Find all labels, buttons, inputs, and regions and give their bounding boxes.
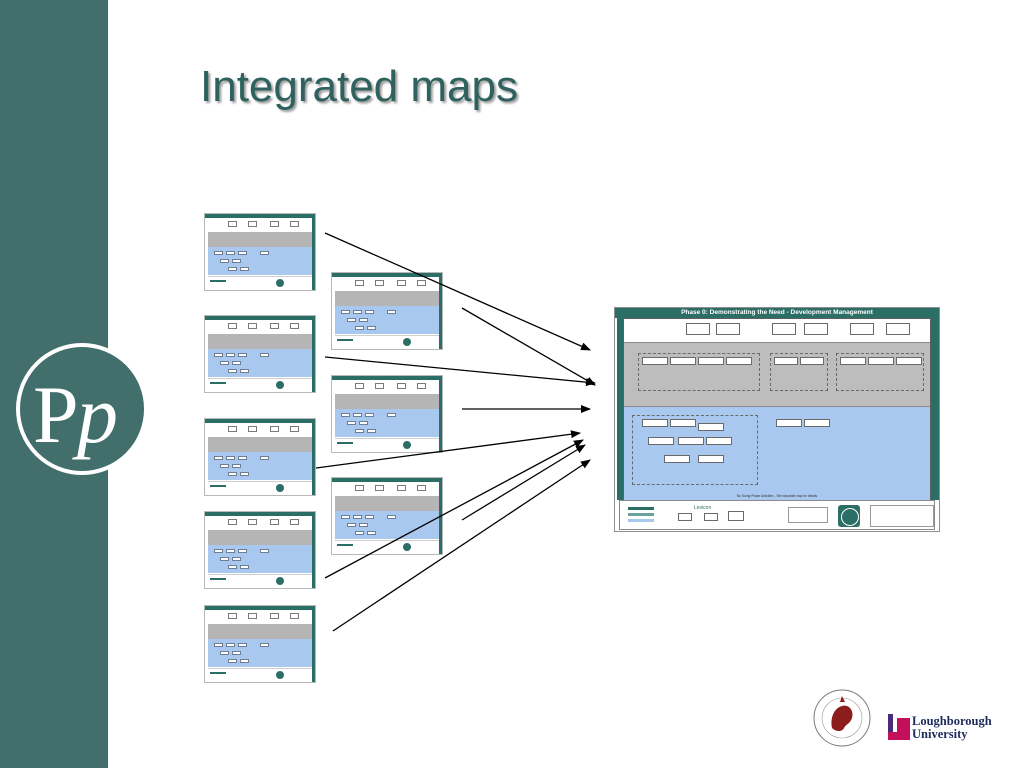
salford-university-crest-icon: [813, 689, 871, 747]
lboro-line-1: Loughborough: [912, 714, 992, 728]
map-thumbnail: [204, 213, 316, 291]
loughborough-wordmark: Loughborough University: [912, 715, 992, 741]
lboro-line-2: University: [912, 727, 968, 741]
map-footer-note: No Going Phase Activities - See separate…: [736, 494, 818, 498]
loughborough-mark-icon: [888, 714, 910, 740]
svg-text:P: P: [33, 369, 79, 460]
map-thumbnail: [331, 375, 443, 453]
slide-title: Integrated maps: [200, 62, 518, 111]
integrated-map-title: Phase 0: Demonstrating the Need - Develo…: [615, 308, 939, 318]
map-right-bar: [931, 318, 939, 500]
university-logos: Loughborough University: [812, 688, 1012, 748]
map-thumbnail: [331, 477, 443, 555]
arrow-line: [461, 307, 596, 386]
map-thumbnail: [204, 511, 316, 589]
arrow-line: [461, 444, 586, 521]
map-thumbnail: [204, 315, 316, 393]
map-top-band: [624, 319, 930, 342]
lexicon-title: Lexicon: [694, 505, 712, 511]
map-thumbnail: [331, 272, 443, 350]
map-legend: Lexicon: [619, 500, 935, 530]
pp-logo-icon: P p: [16, 343, 148, 475]
map-left-bar: [617, 318, 623, 500]
svg-text:p: p: [72, 369, 118, 460]
pp-small-logo-icon: [838, 505, 860, 527]
map-body: No Going Phase Activities - See separate…: [623, 318, 931, 501]
map-thumbnail: [204, 418, 316, 496]
integrated-map: Phase 0: Demonstrating the Need - Develo…: [614, 307, 940, 532]
map-grey-band: [624, 342, 930, 406]
map-blue-band: No Going Phase Activities - See separate…: [624, 406, 930, 501]
map-thumbnail: [204, 605, 316, 683]
